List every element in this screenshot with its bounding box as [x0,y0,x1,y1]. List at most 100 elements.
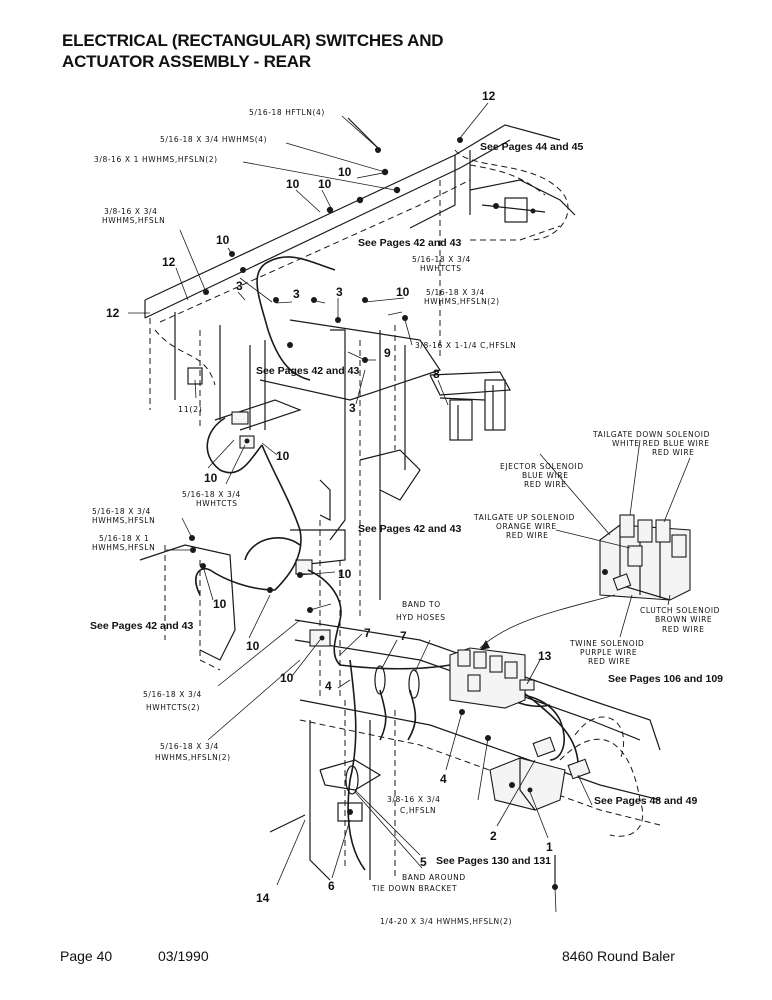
callout-11: 11(2) [178,405,203,414]
callout-4: 4 [325,679,332,693]
leader-lines [128,102,691,913]
solenoid-wire-label: BLUE WIRE [522,471,569,480]
hardware-label: 1/4-20 X 3/4 HWHMS,HFSLN(2) [380,917,512,926]
hardware-label: HWHMS,HFSLN [92,543,155,552]
callout-2: 2 [490,829,497,843]
hardware-label: 3/8-16 X 1 HWHMS,HFSLN(2) [94,155,218,164]
page-reference: See Pages 42 and 43 [256,365,359,377]
callout-8: 8 [433,367,440,381]
hardware-label: 5/16-18 X 3/4 [426,288,485,297]
left-upright-frame [149,312,266,430]
solenoid-wire-label: RED WIRE [588,657,631,666]
solenoid-wire-label: PURPLE WIRE [580,648,637,657]
hardware-labels: 5/16-18 HFTLN(4) 5/16-18 X 3/4 HWHMS(4) … [92,108,516,926]
page-reference: See Pages 42 and 43 [90,620,193,632]
page-reference: See Pages 44 and 45 [480,141,583,153]
solenoid-wire-label: RED WIRE [524,480,567,489]
callout-1: 1 [546,840,553,854]
note-band-tie-down: BAND AROUND [402,873,466,882]
hardware-label: HWHTCTS [420,264,462,273]
tie-down-bracket [319,759,382,822]
rear-switch-bracket-left [214,399,302,449]
callout-12-edge: 12 [106,306,120,320]
hardware-label: HWHMS,HFSLN(2) [424,297,500,306]
callout-5: 5 [420,855,427,869]
hardware-label: 5/16-18 X 3/4 HWHMS(4) [160,135,267,144]
callout-12-top: 12 [482,89,496,103]
solenoid-label-ejector: EJECTOR SOLENOID [500,462,584,471]
callout-3: 3 [293,287,300,301]
solenoid-label-tailgate-down: TAILGATE DOWN SOLENOID [592,430,710,439]
callout-10: 10 [318,177,332,191]
note-band-hyd-hoses: BAND TO [402,600,441,609]
callout-14: 14 [256,891,270,905]
footer-model: 8460 Round Baler [562,948,675,964]
callout-13: 13 [538,649,552,663]
callout-10: 10 [338,567,352,581]
hardware-label: C,HFSLN [400,806,436,815]
hardware-label: HWHMS,HFSLN [102,216,165,225]
hardware-label: HWHTCTS [196,499,238,508]
ejector-ramp [429,371,511,441]
page-reference: See Pages 48 and 49 [594,795,697,807]
callout-10: 10 [213,597,227,611]
hardware-label: 3/8-16 X 3/4 [104,207,158,216]
solenoid-wire-label: ORANGE WIRE [496,522,557,531]
page-reference: See Pages 130 and 131 [436,855,551,867]
hardware-label: HWHTCTS(2) [146,703,200,712]
hardware-label: 5/16-18 X 1 [99,534,149,543]
lower-frame-channel [294,619,661,881]
callout-10: 10 [246,639,260,653]
title-line-2: ACTUATOR ASSEMBLY - REAR [62,52,311,71]
note-band-tie-down: TIE DOWN BRACKET [371,884,457,893]
solenoid-labels: TAILGATE DOWN SOLENOID WHITE RED BLUE WI… [473,430,720,666]
solenoid-valve-block [599,514,691,601]
note-band-hyd-hoses: HYD HOSES [396,613,446,622]
title-line-1: ELECTRICAL (RECTANGULAR) SWITCHES AND [62,31,444,50]
callout-10: 10 [338,165,352,179]
solenoid-wire-label: RED WIRE [652,448,695,457]
hardware-label: 3/8-16 X 1-1/4 C,HFSLN [415,341,516,350]
hardware-label: 5/16-18 X 3/4 [412,255,471,264]
callout-6: 6 [328,879,335,893]
hardware-label: HWHMS,HFSLN [92,516,155,525]
page-reference: See Pages 42 and 43 [358,523,461,535]
center-upright-frame [259,319,441,700]
page-references: See Pages 44 and 45 See Pages 42 and 43 … [90,141,723,867]
callout-10: 10 [276,449,290,463]
callout-3: 3 [336,285,343,299]
upper-right-bracket-assembly [454,149,576,241]
switch-on-mid-frame [295,559,331,647]
callout-7: 7 [364,626,371,640]
callout-4: 4 [440,772,447,786]
hardware-label: HWHMS,HFSLN(2) [155,753,231,762]
cable-ties [345,665,420,795]
callout-10: 10 [280,671,294,685]
callout-10: 10 [216,233,230,247]
page-reference: See Pages 42 and 43 [358,237,461,249]
hardware-label: 5/16-18 X 3/4 [92,507,151,516]
callout-10: 10 [396,285,410,299]
fasteners [189,117,558,890]
connectors-and-cover [489,679,591,811]
callout-3: 3 [236,279,243,293]
solenoid-wire-label: RED WIRE [506,531,549,540]
solenoid-wire-label: BROWN WIRE [655,615,712,624]
assembly-notes: BAND TO HYD HOSES BAND AROUND TIE DOWN B… [371,600,466,893]
solenoid-valve-block-installed [449,594,616,709]
page-reference: See Pages 106 and 109 [608,673,723,685]
callout-7: 7 [400,629,407,643]
callout-10: 10 [204,471,218,485]
solenoid-wire-label: RED WIRE [662,625,705,634]
footer-page-number: Page 40 [60,948,113,964]
hardware-label: 5/16-18 X 3/4 [182,490,241,499]
hardware-label: 5/16-18 X 3/4 [143,690,202,699]
solenoid-label-clutch: CLUTCH SOLENOID [640,606,720,615]
callout-12-left: 12 [162,255,176,269]
hardware-label: 5/16-18 HFTLN(4) [249,108,325,117]
callout-3: 3 [349,401,356,415]
footer-date: 03/1990 [158,948,209,964]
page-title: ELECTRICAL (RECTANGULAR) SWITCHES AND AC… [62,30,444,72]
callout-numbers: 12 12 12 10 10 10 10 10 10 10 10 10 10 1… [106,89,553,905]
